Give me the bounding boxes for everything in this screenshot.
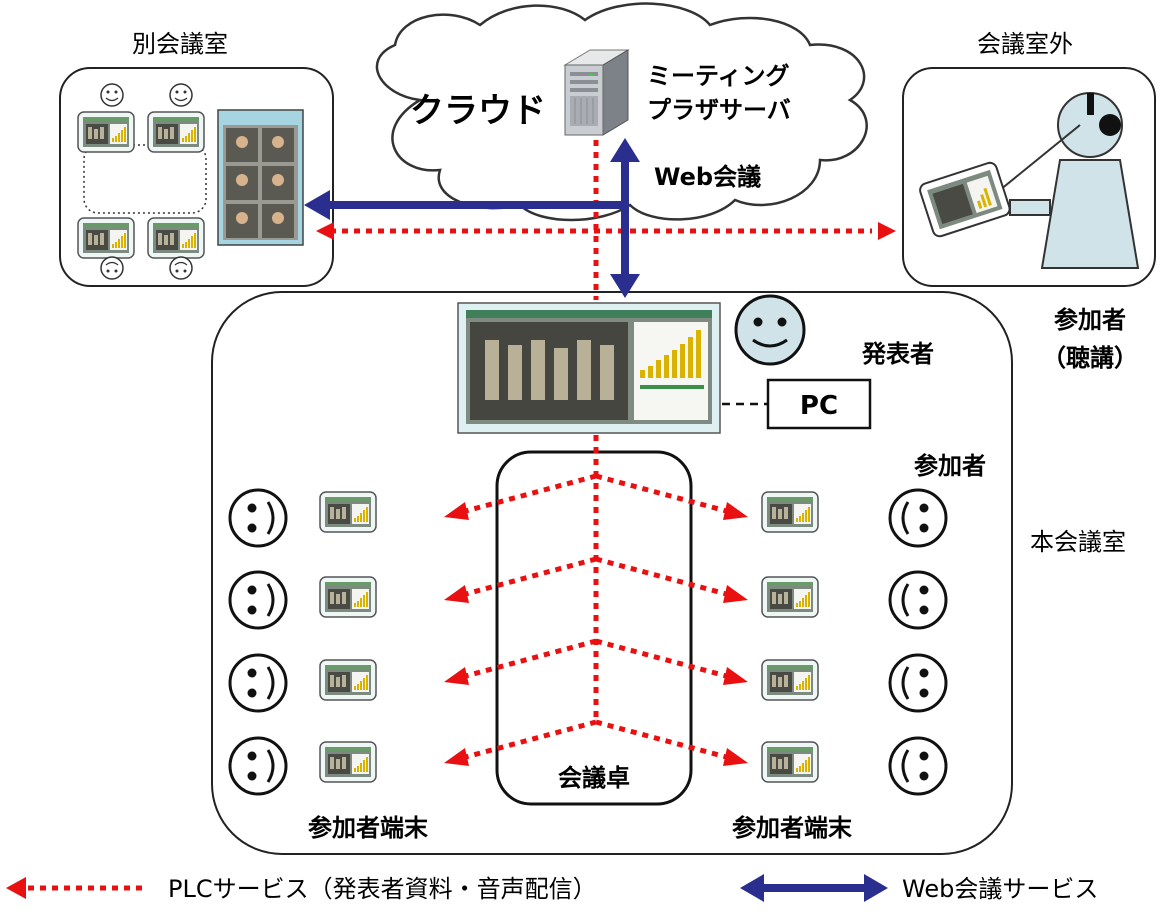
main-room-label: 本会議室 [1030,528,1126,556]
participant-label: 参加者 [914,452,986,480]
separate-room [59,67,334,287]
participant-listen-label-1: 参加者 [1054,306,1126,334]
outside-room-label: 会議室外 [977,30,1073,58]
plc-lines [330,140,872,761]
participants-right [761,488,948,796]
legend-plc-label: PLCサービス（発表者資料・音声配信） [168,875,597,903]
terminal-right-label: 参加者端末 [732,814,853,842]
legend-web-label: Web会議サービス [902,875,1098,903]
outside-room [902,67,1156,287]
participants-left [228,488,377,796]
web-conference-label: Web会議 [654,163,761,191]
legend-plc-arrow [6,877,148,899]
cloud-label: クラウド [410,91,546,131]
terminal-left-label: 参加者端末 [308,814,429,842]
web-arrows [304,138,640,298]
server-label-line2: プラザサーバ [647,96,791,124]
presenter-label: 発表者 [861,340,934,368]
pc-label: PC [800,391,838,421]
separate-room-label: 別会議室 [132,30,228,58]
legend-web-arrow [740,874,888,902]
plc-arrowheads [316,222,896,766]
server-icon [563,49,630,136]
server-label-line1: ミーティング [647,62,790,90]
participant-listen-label-2: （聴講） [1042,344,1138,372]
meeting-table-label: 会議卓 [558,764,630,792]
